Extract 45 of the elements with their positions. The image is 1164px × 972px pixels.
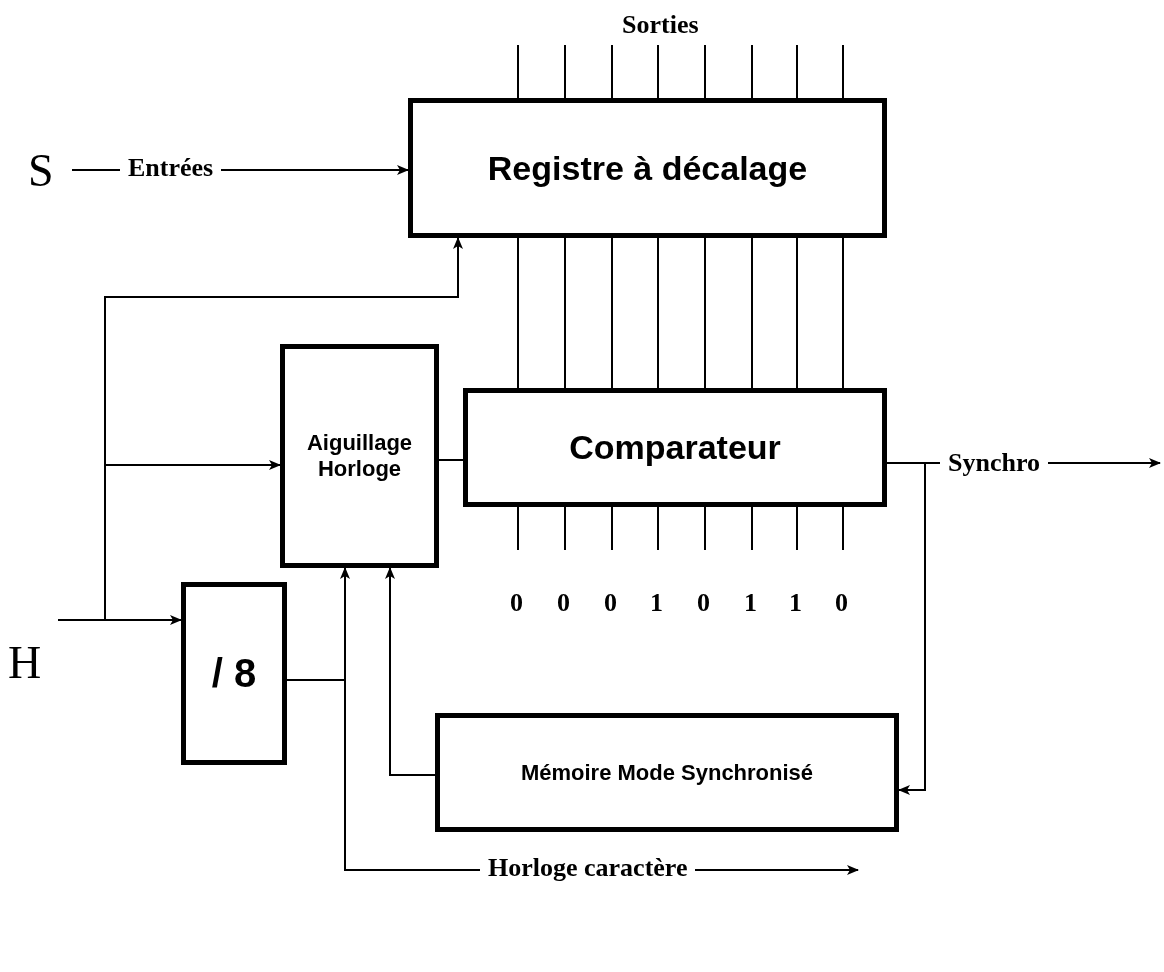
arrow: [57, 460, 281, 621]
arrow: [886, 462, 926, 795]
comparator-box: Comparateur: [463, 388, 887, 507]
arrow: [385, 567, 436, 776]
connector-line: [796, 237, 798, 389]
bit-label: 0: [604, 590, 617, 616]
bus-label: Sorties: [622, 12, 699, 38]
connector-line: [704, 506, 706, 551]
connector-line: [842, 44, 844, 99]
bit-label: 1: [789, 590, 802, 616]
connector-line: [517, 237, 519, 389]
switch-box: Aiguillage Horloge: [280, 344, 439, 568]
edge-label: Synchro: [940, 450, 1048, 476]
connector-line: [751, 44, 753, 99]
connector-line: [751, 237, 753, 389]
bit-label: 0: [835, 590, 848, 616]
connector-line: [517, 44, 519, 99]
connector-line: [657, 44, 659, 99]
signal-label: S: [28, 148, 72, 194]
connector-line: [796, 506, 798, 551]
connector-line: [704, 237, 706, 389]
connector-line: [657, 237, 659, 389]
register-box: Registre à décalage: [408, 98, 887, 238]
bit-label: 1: [744, 590, 757, 616]
connector-line: [611, 506, 613, 551]
edge-label: Horloge caractère: [480, 855, 696, 881]
bit-label: 1: [650, 590, 663, 616]
connector-line: [704, 44, 706, 99]
signal-label: H: [8, 640, 58, 686]
connector-line: [564, 44, 566, 99]
connector-line: [751, 506, 753, 551]
connector-line: [796, 44, 798, 99]
bit-label: 0: [697, 590, 710, 616]
connector-line: [611, 237, 613, 389]
connector-line: [611, 44, 613, 99]
bit-label: 0: [557, 590, 570, 616]
connector-line: [564, 506, 566, 551]
memory-box: Mémoire Mode Synchronisé: [435, 713, 899, 832]
connector-line: [842, 506, 844, 551]
connector-line: [842, 237, 844, 389]
connector-line: [657, 506, 659, 551]
connector-line: [438, 459, 464, 461]
bit-label: 0: [510, 590, 523, 616]
connector-line: [517, 506, 519, 551]
connector-line: [564, 237, 566, 389]
